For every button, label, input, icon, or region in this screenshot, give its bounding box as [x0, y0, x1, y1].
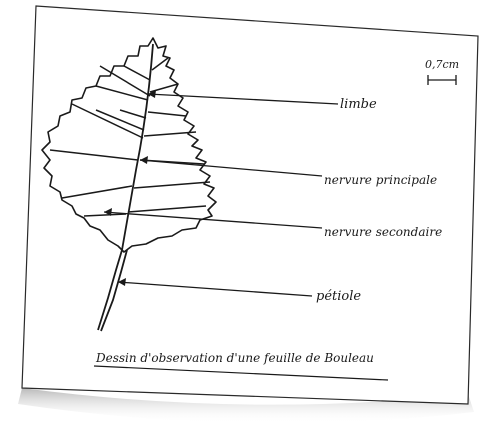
- label-limbe: limbe: [340, 97, 377, 112]
- scale-label: 0,7cm: [425, 58, 459, 71]
- label-nervure-secondaire: nervure secondaire: [324, 225, 442, 239]
- drawing-caption: Dessin d'observation d'une feuille de Bo…: [95, 351, 374, 365]
- label-petiole: pétiole: [316, 289, 361, 304]
- label-nervure-principale: nervure principale: [324, 173, 437, 187]
- paper-sheet: [22, 6, 478, 404]
